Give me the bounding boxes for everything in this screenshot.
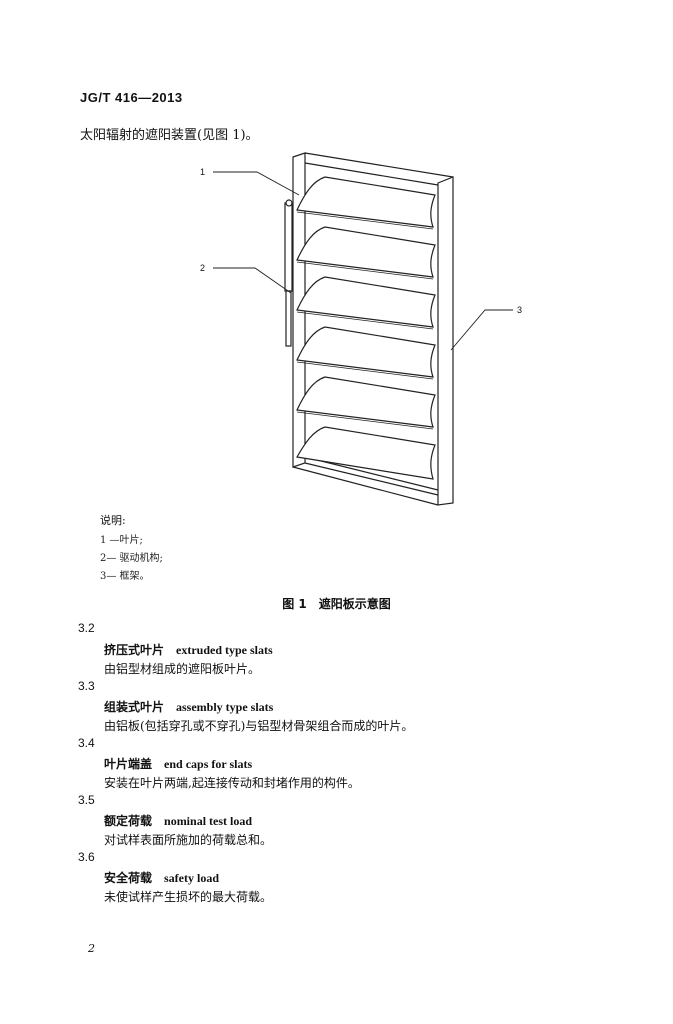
- term-definition: 未使试样产生损坏的最大荷载。: [104, 890, 273, 904]
- term-heading: 叶片端盖 end caps for slats: [104, 755, 252, 772]
- term-en: end caps for slats: [164, 757, 253, 771]
- term-definition: 由铝板(包括穿孔或不穿孔)与铝型材骨架组合而成的叶片。: [104, 719, 414, 733]
- term-heading: 安全荷载 safety load: [104, 869, 219, 886]
- legend-item: 3— 框架。: [100, 571, 150, 582]
- intro-text: 太阳辐射的遮阳装置(见图 1)。: [80, 128, 259, 143]
- term-zh: 额定荷载: [104, 814, 153, 828]
- section-number: 3.5: [78, 793, 95, 807]
- term-heading: 组装式叶片 assembly type slats: [104, 698, 273, 715]
- term-en: extruded type slats: [176, 643, 273, 657]
- figure-caption-number: 图 1: [282, 597, 307, 611]
- callout-1: 1: [200, 167, 205, 177]
- legend-title: 说明:: [100, 514, 126, 527]
- term-heading: 挤压式叶片 extruded type slats: [104, 641, 273, 658]
- page-number: 2: [88, 942, 95, 955]
- drive-mechanism: [284, 199, 293, 347]
- section-number: 3.6: [78, 850, 95, 864]
- term-zh: 挤压式叶片: [104, 643, 165, 657]
- legend-item: 1 —叶片;: [100, 535, 143, 546]
- term-zh: 叶片端盖: [104, 757, 153, 771]
- slats-group: [296, 176, 436, 480]
- term-en: safety load: [164, 871, 220, 885]
- callout-2: 2: [200, 263, 205, 273]
- term-en: nominal test load: [164, 814, 253, 828]
- term-en: assembly type slats: [176, 700, 274, 714]
- section-number: 3.3: [78, 679, 95, 693]
- term-definition: 由铝型材组成的遮阳板叶片。: [104, 662, 261, 676]
- louver-shading-diagram: 1 2 3: [200, 152, 522, 506]
- section-number: 3.4: [78, 736, 95, 750]
- figure-caption: 图 1 遮阳板示意图: [0, 595, 673, 612]
- term-zh: 组装式叶片: [104, 700, 165, 714]
- figure-caption-text: 遮阳板示意图: [318, 597, 391, 611]
- legend-item: 2— 驱动机构;: [100, 553, 163, 564]
- term-definition: 安装在叶片两端,起连接传动和封堵作用的构件。: [104, 776, 360, 790]
- section-number: 3.2: [78, 621, 95, 635]
- term-definition: 对试样表面所施加的荷载总和。: [104, 833, 273, 847]
- term-heading: 额定荷载 nominal test load: [104, 812, 252, 829]
- term-zh: 安全荷载: [104, 871, 153, 885]
- document-code-header: JG/T 416—2013: [80, 90, 183, 105]
- callout-3: 3: [517, 305, 522, 315]
